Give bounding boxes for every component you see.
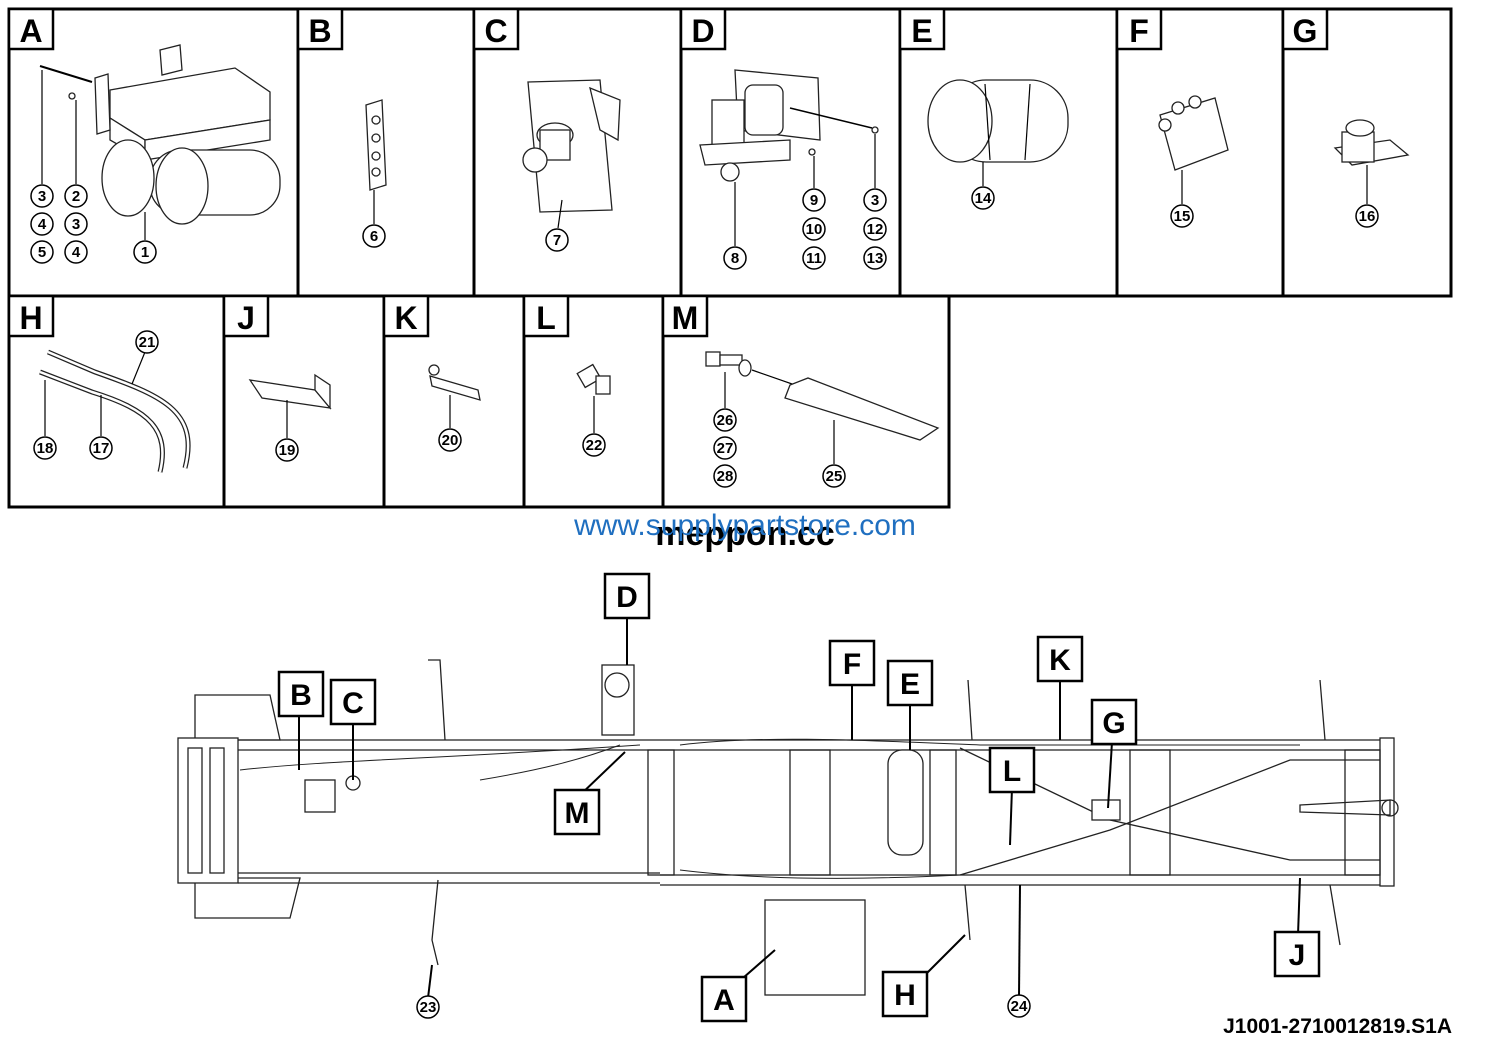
chassis-label-m: M bbox=[565, 797, 590, 830]
callout-21: 21 bbox=[139, 334, 156, 351]
chassis-label-k: K bbox=[1049, 644, 1071, 677]
chassis-label-g: G bbox=[1102, 707, 1125, 740]
callout-4: 4 bbox=[72, 244, 81, 261]
callout-12: 12 bbox=[867, 221, 884, 238]
chassis-frame bbox=[177, 694, 1399, 919]
elbow-fitting-drawing bbox=[576, 363, 611, 457]
watermark-url: www.supplypartstore.com bbox=[573, 509, 916, 542]
callout-1: 1 bbox=[141, 244, 149, 261]
valve-plate-drawing bbox=[522, 79, 621, 252]
callout-13: 13 bbox=[867, 250, 884, 267]
air-tank-assembly-drawing bbox=[39, 44, 281, 225]
multi-valve-drawing bbox=[1158, 95, 1229, 228]
chassis-components bbox=[304, 659, 1341, 996]
watermark-brand: meppon.cc bbox=[655, 515, 834, 553]
chassis-label-a: A bbox=[713, 984, 735, 1017]
callout-11: 11 bbox=[806, 250, 822, 267]
callout-5: 5 bbox=[38, 244, 46, 261]
chassis-label-c: C bbox=[342, 687, 364, 720]
callout-7: 7 bbox=[553, 232, 561, 249]
panel-k-letter: K bbox=[394, 300, 417, 336]
chassis-labels: D F E K B C G L M A H J bbox=[290, 581, 1305, 1017]
callout-3: 3 bbox=[72, 216, 80, 233]
callout-22: 22 bbox=[586, 437, 603, 454]
callout-28: 28 bbox=[717, 468, 734, 485]
callout-24: 24 bbox=[1011, 998, 1028, 1015]
chassis-label-b: B bbox=[290, 679, 312, 712]
relay-valve-drawing bbox=[1333, 119, 1410, 228]
air-dryer-drawing bbox=[699, 69, 879, 182]
chassis-label-j: J bbox=[1289, 939, 1306, 972]
chassis-label-boxes bbox=[277, 572, 1321, 1023]
panel-a-callout-lines bbox=[41, 70, 146, 240]
callout-20: 20 bbox=[442, 432, 459, 449]
panel-d-letter: D bbox=[691, 13, 714, 49]
callout-2: 2 bbox=[72, 188, 80, 205]
clip-bracket-drawing bbox=[428, 364, 481, 452]
panel-g-letter: G bbox=[1293, 13, 1318, 49]
panel-letter-boxes bbox=[7, 7, 1329, 338]
callout-18: 18 bbox=[37, 440, 54, 457]
callout-9: 9 bbox=[810, 192, 818, 209]
callout-25: 25 bbox=[826, 468, 843, 485]
panel-f-letter: F bbox=[1129, 13, 1149, 49]
panel-d-callout-lines bbox=[734, 134, 876, 246]
panel-m-letter: M bbox=[672, 300, 699, 336]
panel-b-letter: B bbox=[308, 13, 331, 49]
callout-10: 10 bbox=[806, 221, 823, 238]
panel-grid bbox=[7, 7, 1453, 509]
callout-15: 15 bbox=[1174, 208, 1191, 225]
chassis-label-l: L bbox=[1003, 755, 1021, 788]
callout-3: 3 bbox=[38, 188, 46, 205]
panel-letters: A B C D E F G H J K L M bbox=[19, 13, 1317, 336]
valve-bar-drawing bbox=[362, 99, 387, 248]
panel-e-letter: E bbox=[911, 13, 932, 49]
callout-8: 8 bbox=[731, 250, 739, 267]
chassis-label-e: E bbox=[900, 668, 920, 701]
panel-a-callout-circles bbox=[30, 184, 157, 264]
callout-23: 23 bbox=[420, 999, 437, 1016]
callout-14: 14 bbox=[975, 190, 992, 207]
sensor-bracket-drawing bbox=[705, 351, 940, 464]
callout-27: 27 bbox=[717, 440, 734, 457]
callout-6: 6 bbox=[370, 228, 378, 245]
chassis-label-h: H bbox=[894, 979, 916, 1012]
callout-26: 26 bbox=[717, 412, 734, 429]
air-tank-drawing bbox=[927, 79, 1069, 210]
panel-a-letter: A bbox=[19, 13, 42, 49]
callout-4: 4 bbox=[38, 216, 47, 233]
panel-l-letter: L bbox=[536, 300, 556, 336]
panel-j-letter: J bbox=[237, 300, 255, 336]
callout-19: 19 bbox=[279, 442, 296, 459]
chassis-label-f: F bbox=[843, 648, 861, 681]
document-number: J1001-2710012819.S1A bbox=[1223, 1015, 1452, 1038]
hose-drawing bbox=[39, 349, 191, 473]
panel-c-letter: C bbox=[484, 13, 507, 49]
bracket-drawing bbox=[248, 373, 332, 462]
panel-h-letter: H bbox=[19, 300, 42, 336]
callout-3: 3 bbox=[871, 192, 879, 209]
chassis-label-d: D bbox=[616, 581, 638, 614]
callout-17: 17 bbox=[93, 440, 110, 457]
callout-16: 16 bbox=[1359, 208, 1376, 225]
